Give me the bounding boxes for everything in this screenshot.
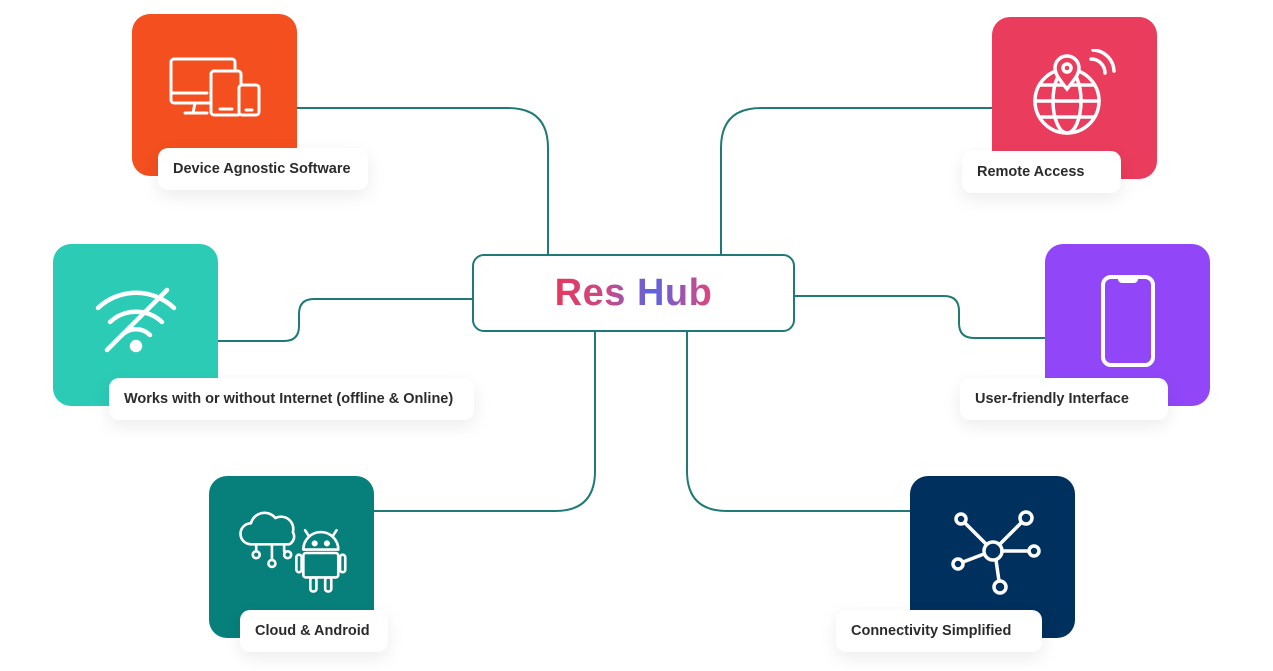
label-offline-online: Works with or without Internet (offline … xyxy=(109,378,474,420)
label-cloud-android: Cloud & Android xyxy=(240,610,388,652)
cloud-android-icon xyxy=(237,498,347,608)
label-device-agnostic: Device Agnostic Software xyxy=(158,148,368,190)
connector-remote xyxy=(720,107,993,256)
label-connectivity: Connectivity Simplified xyxy=(836,610,1042,652)
hub-title: Res Hub xyxy=(554,271,713,314)
connector-offline xyxy=(218,298,474,342)
smartphone-icon xyxy=(1073,266,1183,376)
label-user-friendly: User-friendly Interface xyxy=(960,378,1168,420)
globe-location-wifi-icon xyxy=(1020,39,1130,149)
connector-device xyxy=(296,107,549,256)
devices-icon xyxy=(160,36,270,146)
connector-cloud xyxy=(373,331,596,512)
hub-box: Res Hub xyxy=(472,254,795,332)
connector-ui xyxy=(794,295,1046,339)
network-hub-icon xyxy=(938,498,1048,608)
label-remote-access: Remote Access xyxy=(962,151,1121,193)
wifi-off-icon xyxy=(81,266,191,376)
connector-connectivity xyxy=(686,331,910,512)
